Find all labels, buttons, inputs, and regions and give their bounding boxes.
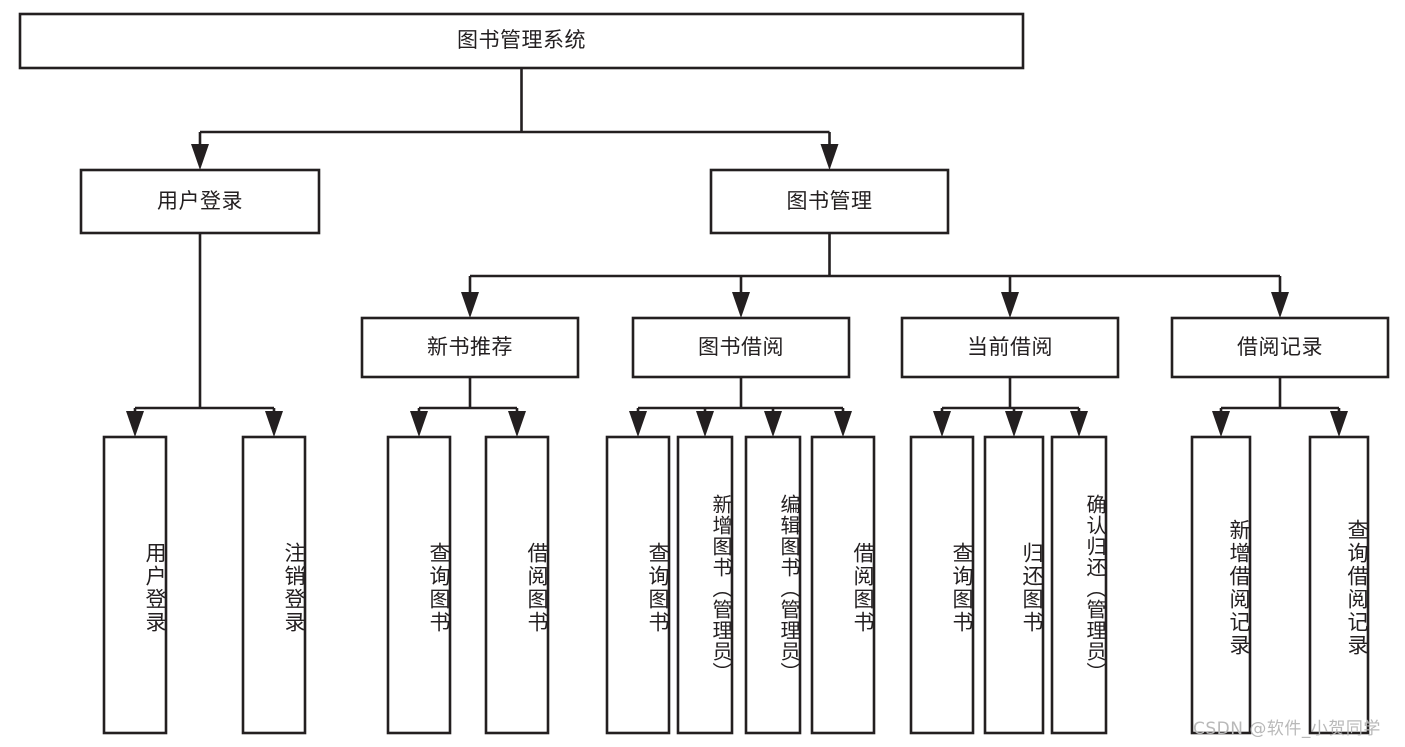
arrow-head-icon bbox=[764, 411, 782, 437]
arrow-head-icon bbox=[732, 292, 750, 318]
node-box-leaf-add-borrow-record[interactable] bbox=[1190, 435, 1252, 735]
node-box-leaf-query-book-rec[interactable] bbox=[386, 435, 452, 735]
watermark-text: CSDN @软件_小贺同学 bbox=[1193, 719, 1381, 739]
node-box-book-management[interactable] bbox=[709, 168, 950, 235]
node-box-current-borrow[interactable] bbox=[900, 316, 1120, 379]
arrow-head-icon bbox=[265, 411, 283, 437]
node-box-new-book-recommend[interactable] bbox=[360, 316, 580, 379]
node-box-leaf-user-login[interactable] bbox=[102, 435, 168, 735]
node-box-leaf-query-book-cur[interactable] bbox=[909, 435, 975, 735]
node-box-leaf-edit-book[interactable] bbox=[744, 435, 802, 735]
node-box-leaf-borrow-book-rec[interactable] bbox=[484, 435, 550, 735]
arrow-head-icon bbox=[191, 144, 209, 170]
arrow-head-icon bbox=[1212, 411, 1230, 437]
node-box-leaf-confirm-return[interactable] bbox=[1050, 435, 1108, 735]
node-box-borrow-record[interactable] bbox=[1170, 316, 1390, 379]
node-box-leaf-user-logout[interactable] bbox=[241, 435, 307, 735]
node-box-root[interactable] bbox=[18, 12, 1025, 70]
arrow-head-icon bbox=[1271, 292, 1289, 318]
node-box-leaf-query-book-bor[interactable] bbox=[605, 435, 671, 735]
node-box-leaf-query-borrow-record[interactable] bbox=[1308, 435, 1370, 735]
arrow-head-icon bbox=[933, 411, 951, 437]
node-box-leaf-borrow-book-bor[interactable] bbox=[810, 435, 876, 735]
arrow-head-icon bbox=[126, 411, 144, 437]
arrow-head-icon bbox=[629, 411, 647, 437]
arrow-head-icon bbox=[508, 411, 526, 437]
arrow-head-icon bbox=[834, 411, 852, 437]
arrow-head-icon bbox=[820, 144, 839, 170]
arrow-head-icon bbox=[1001, 292, 1019, 318]
node-box-leaf-return-book[interactable] bbox=[983, 435, 1045, 735]
arrow-head-icon bbox=[696, 411, 714, 437]
arrow-head-icon bbox=[1330, 411, 1348, 437]
arrow-head-icon bbox=[1070, 411, 1088, 437]
node-box-leaf-add-book[interactable] bbox=[676, 435, 734, 735]
arrow-head-icon bbox=[461, 292, 479, 318]
node-box-book-borrow[interactable] bbox=[631, 316, 851, 379]
arrow-head-icon bbox=[410, 411, 428, 437]
node-box-user-login[interactable] bbox=[79, 168, 321, 235]
arrow-head-icon bbox=[1005, 411, 1023, 437]
